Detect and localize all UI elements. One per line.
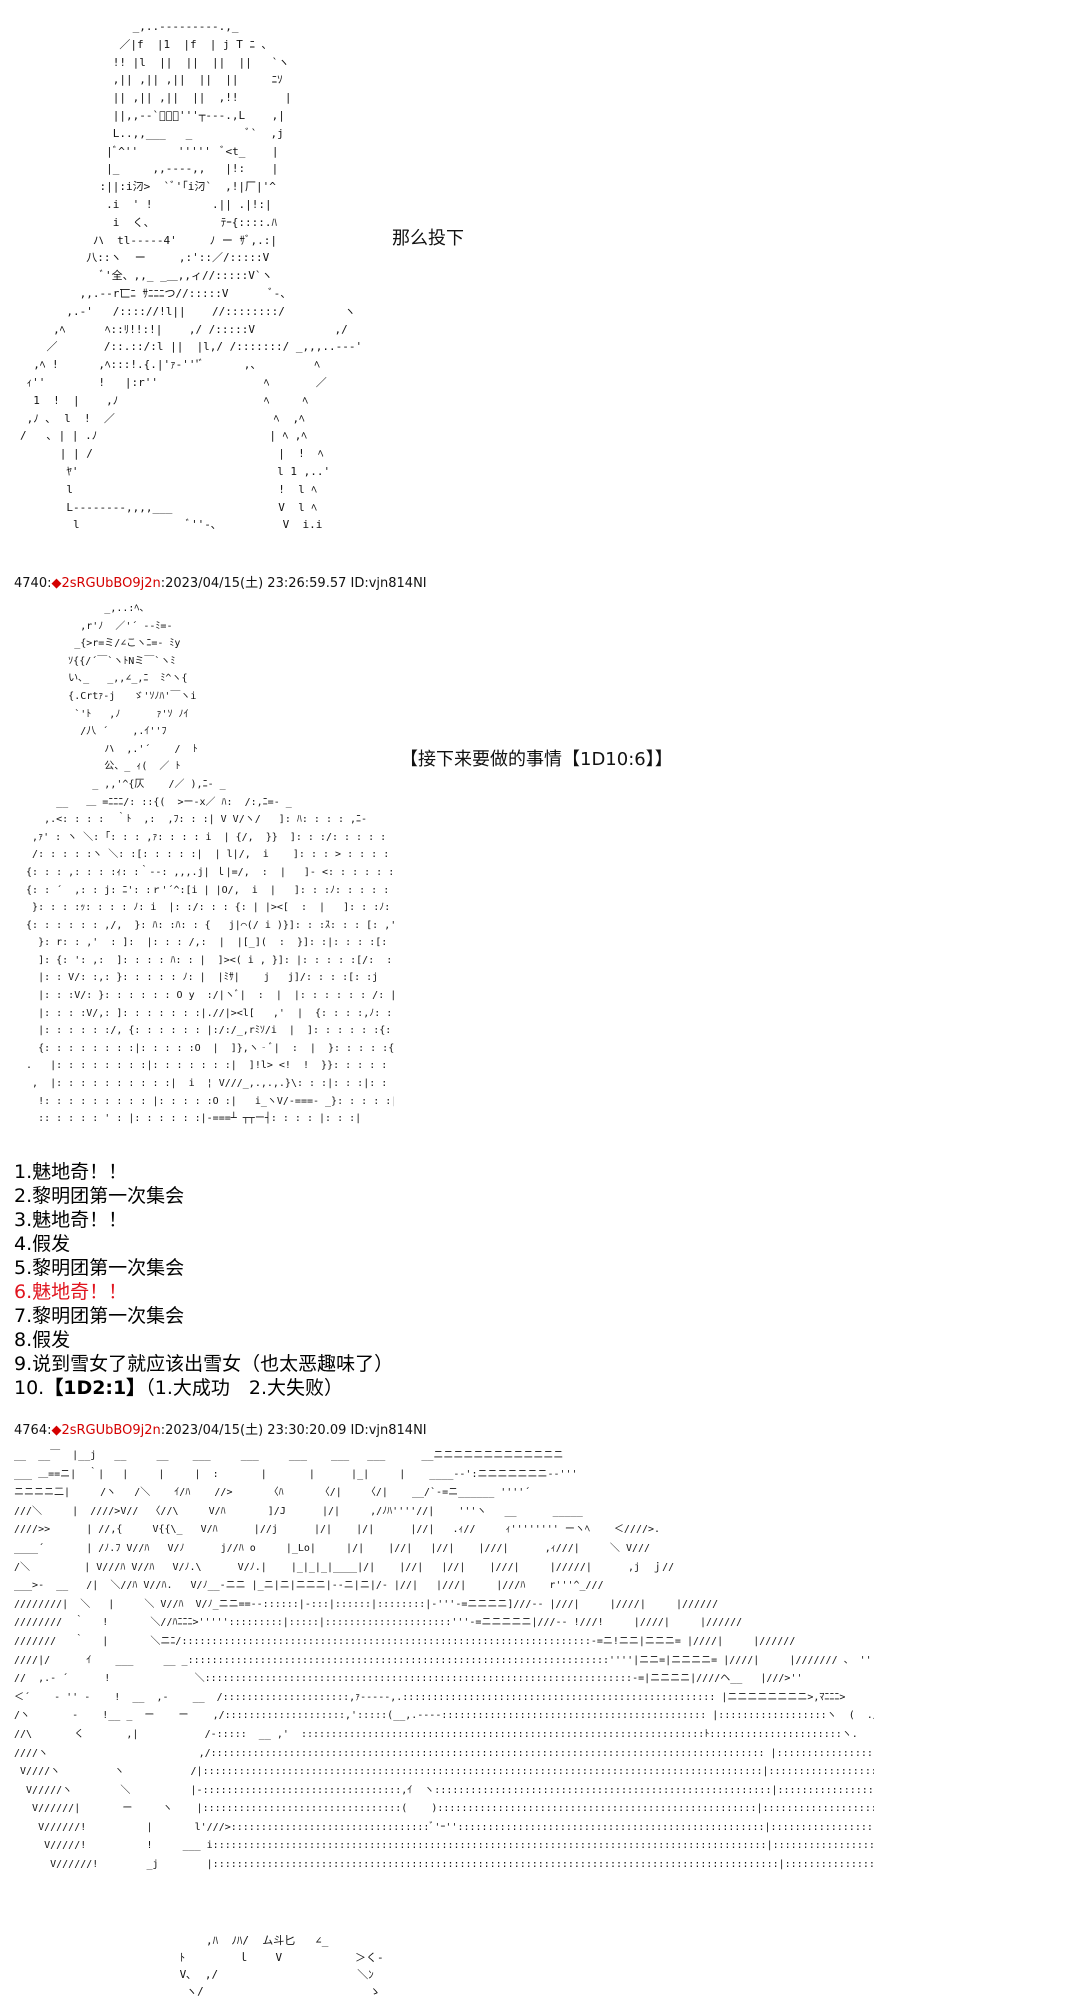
list-item: 3.魅地奇！！ (14, 1209, 128, 1231)
post-datetime: :2023/04/15(土) 23:30:20.09 ID:vjn814NI (160, 1423, 427, 1438)
caption-2: 【接下来要做的事情【1D10:6】】 (400, 749, 673, 770)
post-header-2: 4764:◆2sRGUbBO9j2n:2023/04/15(土) 23:30:2… (14, 1423, 427, 1438)
caption-1: 那么投下 (392, 228, 464, 249)
list-item: 2.黎明团第一次集会 (14, 1185, 185, 1207)
dice-result-list: 1.魅地奇！！ 2.黎明团第一次集会 3.魅地奇！！ 4.假发 5.黎明团第一次… (14, 1160, 393, 1400)
post-number: 4764 (14, 1423, 48, 1438)
dice-roll-bold: 【1D2:1】 (44, 1377, 146, 1399)
list-item-last: 10.【1D2:1】（1.大成功 2.大失败） (14, 1376, 393, 1400)
list-item: 5.黎明团第一次集会 (14, 1257, 185, 1279)
list-item: 4.假发 (14, 1233, 71, 1255)
post-header-1: 4740:◆2sRGUbBO9j2n:2023/04/15(土) 23:26:5… (14, 576, 427, 591)
list-item-highlighted: 6.魅地奇！！ (14, 1281, 128, 1303)
ascii-art-figure-1: _,..-‐‐‐‐‐‐‐-.,_ ／|f |1 |f | j T ﾆ ､ !! … (20, 20, 363, 532)
list-item-prefix: 10. (14, 1377, 45, 1399)
post-datetime: :2023/04/15(土) 23:26:59.57 ID:vjn814NI (160, 576, 427, 591)
ascii-art-scene: __ __￣ |__j __ __ ___ ___ ___ ___ ___ __… (14, 1450, 874, 1871)
list-item: 8.假发 (14, 1329, 71, 1351)
ascii-art-figure-2: _,..:ﾍ、 ,r'ﾉ ／'´ ‐-ﾐ=‐ _{>r=ミ/∠こヽﾆ=- ﾐy … (26, 603, 394, 1125)
list-item-suffix: （1.大成功 2.大失败） (145, 1377, 344, 1399)
list-item: 7.黎明团第一次集会 (14, 1305, 185, 1327)
post-number: 4740 (14, 576, 48, 591)
ascii-art-fragment: ,ﾊ ﾉﾊ/ ム斗匕 ∠_ ﾄ ｌ V ＞く- V､ ,/ ＼ﾝ ヽ/ ゝ (179, 1934, 384, 1998)
post-trip[interactable]: ◆2sRGUbBO9j2n (51, 1423, 161, 1438)
post-trip[interactable]: ◆2sRGUbBO9j2n (51, 576, 161, 591)
list-item: 1.魅地奇！！ (14, 1161, 128, 1183)
list-item: 9.说到雪女了就应该出雪女（也太恶趣味了） (14, 1353, 394, 1375)
